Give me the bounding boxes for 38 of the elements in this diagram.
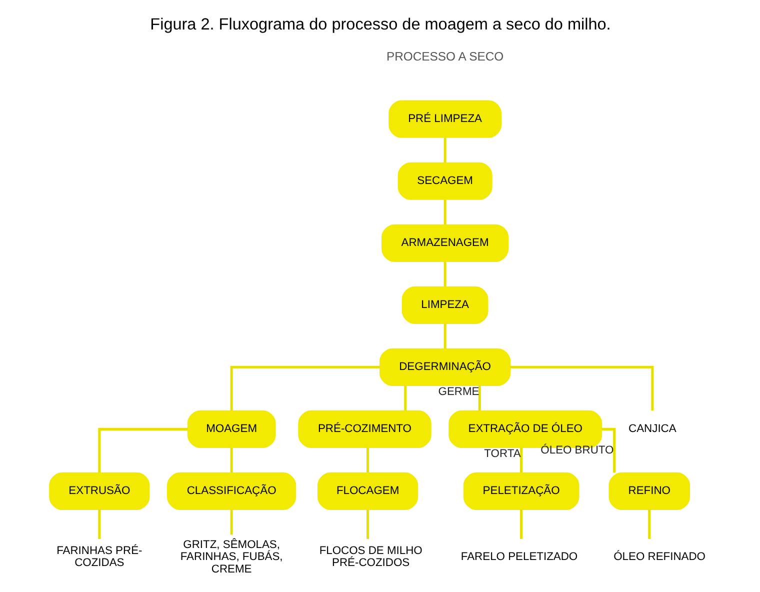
connector [366, 510, 369, 539]
connector [443, 200, 446, 225]
connector [648, 510, 650, 539]
node-box: PRÉ LIMPEZA [388, 100, 501, 138]
diagram-title: PROCESSO A SECO [386, 49, 504, 64]
connector [520, 510, 522, 539]
node-text: CANJICA [628, 423, 676, 436]
node-box: CLASSIFICAÇÃO [166, 472, 296, 510]
connector [510, 366, 654, 411]
node-text: FLOCOS DE MILHO PRÉ-COZIDOS [318, 545, 422, 570]
node-box: DEGERMINAÇÃO [378, 348, 510, 386]
node-box: PELETIZAÇÃO [462, 472, 579, 510]
node-text: FARELO PELETIZADO [460, 551, 578, 564]
connector [601, 428, 616, 473]
node-box: LIMPEZA [401, 286, 488, 324]
connector [98, 428, 188, 473]
connector [366, 448, 369, 473]
node-text: GRITZ, SÊMOLAS, FARINHAS, FUBÁS, CREME [180, 538, 282, 576]
node-box: PRÉ-COZIMENTO [298, 410, 431, 448]
node-text: FARINHAS PRÉ-COZIDAS [56, 545, 142, 570]
node-box: EXTRUSÃO [48, 472, 150, 510]
connector [443, 138, 446, 163]
node-box: FLOCAGEM [316, 472, 418, 510]
node-box: MOAGEM [186, 410, 276, 448]
connector [230, 448, 232, 473]
connector [443, 262, 446, 287]
node-box: ARMAZENAGEM [381, 224, 508, 262]
node-text: ÓLEO REFINADO [613, 551, 705, 564]
node-box: SECAGEM [397, 162, 492, 200]
caption: Figura 2. Fluxograma do processo de moagem a seco do milho. [150, 15, 610, 34]
connector [478, 386, 480, 411]
connector [404, 386, 406, 411]
connector [520, 448, 522, 473]
node-box: REFINO [608, 472, 690, 510]
connector [443, 324, 446, 349]
connector [98, 510, 100, 539]
connector [230, 366, 380, 411]
connector [230, 510, 232, 535]
